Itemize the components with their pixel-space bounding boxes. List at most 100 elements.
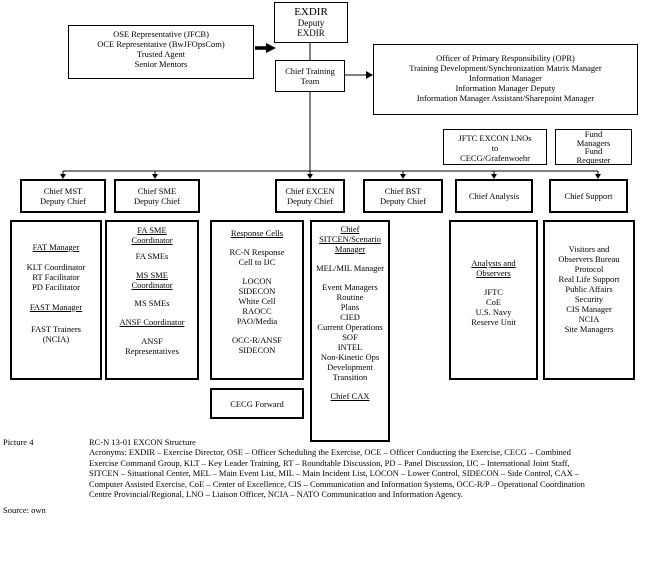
support-observers-bureau: Observers Bureau xyxy=(558,254,620,264)
senior-mentors: Senior Mentors xyxy=(134,59,188,69)
information-manager-line: Information Manager xyxy=(469,73,542,83)
opr-box: Officer of Primary Responsibility (OPR) … xyxy=(373,44,638,115)
exdir-box: EXDIR Deputy EXDIR xyxy=(274,2,348,43)
fa-sme-coordinator-line2: Coordinator xyxy=(131,235,173,245)
chief-bst-deputy: Deputy Chief xyxy=(379,196,427,206)
bst-detail-box: Chief SITCEN/Scenario Manager MEL/MIL Ma… xyxy=(310,220,390,442)
fund-line4: Requester xyxy=(576,154,611,165)
fast-trainers-ncia: (NCIA) xyxy=(42,334,70,344)
fast-manager: FAST Manager xyxy=(29,302,83,312)
ms-sme-coordinator-line2: Coordinator xyxy=(131,280,173,290)
chief-mst-box: Chief MST Deputy Chief xyxy=(20,179,106,213)
oce-staff-box: OSE Representative (JFCB) OCE Representa… xyxy=(68,25,254,79)
support-security: Security xyxy=(574,294,604,304)
training-development-line: Training Development/Synchronization Mat… xyxy=(409,63,602,73)
occ-sidecon: SIDECON xyxy=(238,345,276,355)
figure-label: Picture 4 xyxy=(3,437,34,447)
chief-excen-title: Chief EXCEN xyxy=(285,186,335,196)
ose-representative: OSE Representative (JFCB) xyxy=(113,29,209,39)
fast-trainers: FAST Trainers xyxy=(31,324,81,334)
intel: INTEL xyxy=(337,342,363,352)
support-ncia: NCIA xyxy=(578,314,600,324)
jftc-lno-box: JFTC EXCON LNOs to CECG/Grafenwoehr xyxy=(443,129,547,165)
acronyms-line: Computer Assisted Exercise, CoE – Center… xyxy=(89,478,585,489)
response-cells-heading: Response Cells xyxy=(230,228,284,238)
figure-title: RC-N 13-01 EXCON Structure xyxy=(89,437,196,447)
event-managers: Event Managers xyxy=(322,282,378,292)
chief-sme-deputy: Deputy Chief xyxy=(133,196,181,206)
fa-smes: FA SMEs xyxy=(135,251,169,261)
chief-excen-box: Chief EXCEN Deputy Chief xyxy=(275,179,345,213)
occ-r-ansf: OCC-R/ANSF xyxy=(231,335,283,345)
fat-manager: FAT Manager xyxy=(32,242,80,252)
white-cell: White Cell xyxy=(238,296,276,306)
locon: LOCON xyxy=(242,276,272,286)
routine: Routine xyxy=(336,292,364,302)
chief-training-line2: Team xyxy=(300,76,320,86)
information-manager-deputy-line: Information Manager Deputy xyxy=(455,83,556,93)
fund-line1: Fund xyxy=(584,129,603,139)
support-visitors: Visitors and xyxy=(568,244,610,254)
chief-mst-title: Chief MST xyxy=(43,186,83,196)
klt-coordinator: KLT Coordinator xyxy=(26,262,86,272)
analysts-line2: Observers xyxy=(476,268,511,278)
ansf-coordinator: ANSF Coordinator xyxy=(119,317,185,327)
ansf-representatives-line2: Representatives xyxy=(125,346,179,356)
raocc: RAOCC xyxy=(242,306,272,316)
current-operations: Current Operations xyxy=(317,322,383,332)
analysis-detail-box: Analysts and Observers JFTC CoE U.S. Nav… xyxy=(449,220,538,380)
trusted-agent: Trusted Agent xyxy=(136,49,186,59)
support-public-affairs: Public Affairs xyxy=(565,284,613,294)
analysts-line1: Analysts and xyxy=(471,258,516,268)
chief-analysis-title: Chief Analysis xyxy=(468,191,520,201)
chief-support-title: Chief Support xyxy=(564,191,613,201)
oce-representative: OCE Representative (BwJFOpsCom) xyxy=(97,39,225,49)
sme-detail-box: FA SME Coordinator FA SMEs MS SME Coordi… xyxy=(105,220,199,380)
ms-sme-coordinator-line1: MS SME xyxy=(136,270,168,280)
cell-to-ijc: Cell to IJC xyxy=(238,257,276,267)
acronyms-line: SITCEN – Situational Center, MEL – Main … xyxy=(89,468,580,478)
exdir-deputy-title: EXDIR xyxy=(297,28,325,38)
cied: CIED xyxy=(340,312,360,322)
excen-detail-box: Response Cells RC-N Response Cell to IJC… xyxy=(210,220,304,380)
figure-source: Source: own xyxy=(3,505,46,515)
mel-mil-manager: MEL/MIL Manager xyxy=(316,263,384,273)
cecg-forward-box: CECG Forward xyxy=(210,388,304,419)
fund-line2: Managers xyxy=(576,137,611,148)
analysis-us-navy: U.S. Navy xyxy=(475,307,512,317)
figure-acronyms: Acronyms: EXDIR – Exercise Director, OSE… xyxy=(89,447,649,500)
plans: Plans xyxy=(340,302,360,312)
chief-excen-deputy: Deputy Chief xyxy=(286,196,334,206)
acronyms-line: Exercise Command Group, KLT – Key Leader… xyxy=(89,457,570,468)
chief-analysis-box: Chief Analysis xyxy=(455,179,533,213)
sidecon: SIDECON xyxy=(238,286,276,296)
information-manager-assistant-line: Information Manager Assistant/Sharepoint… xyxy=(416,93,595,103)
support-cis-manager: CIS Manager xyxy=(566,304,612,314)
chief-support-box: Chief Support xyxy=(549,179,628,213)
support-site-managers: Site Managers xyxy=(564,324,614,334)
fund-box: Fund Managers Fund Requester xyxy=(555,129,632,165)
support-protocol: Protocol xyxy=(574,264,604,274)
chief-sitcen-line2: SITCEN/Scenario xyxy=(319,234,381,244)
chief-training-line1: Chief Training xyxy=(285,66,335,76)
chief-sitcen-line1: Chief xyxy=(340,224,360,234)
support-detail-box: Visitors and Observers Bureau Protocol R… xyxy=(543,220,635,380)
chief-training-box: Chief Training Team xyxy=(275,60,345,92)
opr-line: Officer of Primary Responsibility (OPR) xyxy=(436,53,575,63)
acronyms-line: Centre Provincial/Regional, LNO – Liaiso… xyxy=(89,489,463,499)
pao-media: PAO/Media xyxy=(236,316,278,326)
sof: SOF xyxy=(342,332,358,342)
non-kinetic-ops: Non-Kinetic Ops xyxy=(320,352,380,362)
jftc-line3: CECG/Grafenwoehr xyxy=(460,153,530,163)
support-real-life: Real Life Support xyxy=(558,274,620,284)
ms-smes: MS SMEs xyxy=(134,298,170,308)
fa-sme-coordinator-line1: FA SME xyxy=(137,225,167,235)
analysis-reserve-unit: Reserve Unit xyxy=(471,317,516,327)
transition: Transition xyxy=(332,372,368,382)
rt-facilitator: RT Facilitator xyxy=(32,272,80,282)
chief-bst-title: Chief BST xyxy=(384,186,422,196)
mst-detail-box: FAT Manager KLT Coordinator RT Facilitat… xyxy=(10,220,102,380)
pd-facilitator: PD Facilitator xyxy=(32,282,80,292)
analysis-jftc: JFTC xyxy=(484,287,503,297)
